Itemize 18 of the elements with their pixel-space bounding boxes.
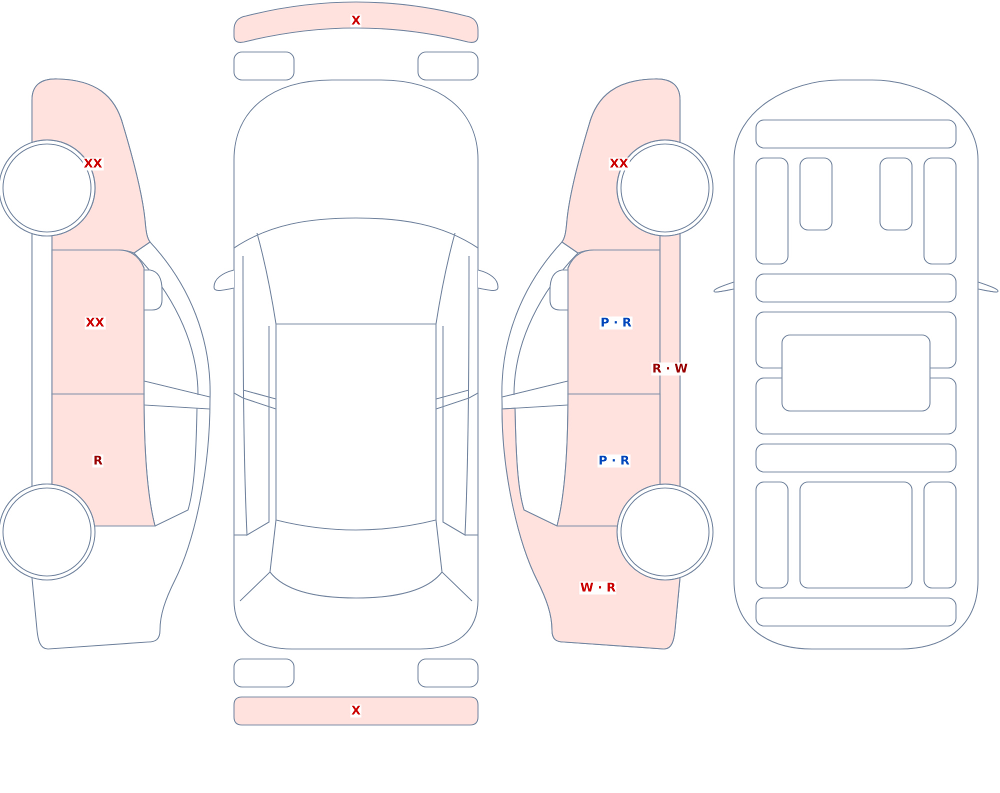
damage-code: P · R xyxy=(598,454,630,468)
front-fender-panel xyxy=(31,77,151,254)
damage-code: W · R xyxy=(579,582,617,594)
front-fender-panel xyxy=(561,77,681,254)
front-door-panel xyxy=(51,249,145,395)
front-door-panel xyxy=(567,249,661,395)
damage-code: P · R xyxy=(600,316,632,330)
rear-door-panel xyxy=(51,393,156,527)
damage-code: R xyxy=(92,454,104,468)
damage-code: XX xyxy=(82,158,104,170)
rear-door-panel xyxy=(556,393,661,527)
damage-code: R · W xyxy=(651,362,689,376)
damage-code: XX xyxy=(84,316,106,330)
damage-code: XX xyxy=(608,158,630,170)
front-bumper-panel xyxy=(233,1,479,45)
rear-bumper-panel xyxy=(233,696,479,726)
damage-code: X xyxy=(350,14,362,28)
damage-code: X xyxy=(350,704,362,718)
